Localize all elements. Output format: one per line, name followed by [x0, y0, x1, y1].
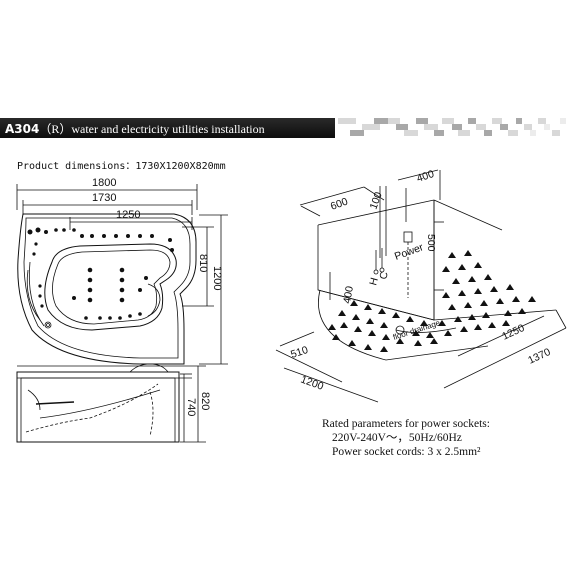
dim-1200-label: 1200 — [299, 374, 325, 393]
dim-400-top-label: 400 — [415, 168, 436, 185]
power-note-line2: 220V-240V～，50Hz/60Hz — [332, 432, 462, 444]
dim-810-label: 810 — [197, 254, 209, 272]
tub-top-view: 1800 1730 1250 810 1200 — [16, 177, 228, 365]
dim-600-label: 600 — [329, 195, 350, 212]
model-variant: （R） — [39, 122, 72, 136]
banner-title: A304（R）water and electricity utilities i… — [5, 120, 265, 137]
dim-500-label: 500 — [425, 234, 437, 252]
power-requirements: Rated parameters for power sockets: 220V… — [322, 417, 490, 459]
floor-anti-slip-pattern — [328, 250, 536, 352]
dim-510-label: 510 — [289, 344, 310, 361]
dim-400-side-label: 400 — [341, 285, 356, 304]
title-bar — [0, 118, 335, 138]
product-dimensions-label: Product dimensions： — [17, 161, 136, 172]
product-dimensions: Product dimensions：1730X1200X820mm — [17, 157, 226, 172]
installation-title: water and electricity utilities installa… — [71, 122, 265, 136]
power-label: Power — [393, 241, 426, 263]
product-dimensions-value: 1730X1200X820mm — [135, 161, 226, 172]
hot-water-label: H — [367, 276, 381, 286]
dim-100-label: 100 — [368, 190, 385, 211]
dim-1370-label: 1370 — [526, 346, 552, 367]
power-note-line3: Power socket cords: 3 x 2.5mm² — [332, 446, 481, 458]
dim-740-label: 740 — [185, 398, 197, 416]
dim-1200-label: 1200 — [211, 266, 223, 290]
dim-1250-label: 1250 — [116, 209, 140, 221]
dim-820-label: 820 — [199, 392, 211, 410]
checker-pattern — [338, 118, 566, 136]
installation-diagram: 600 100 400 500 400 510 1200 1250 1370 H… — [275, 168, 567, 403]
title-banner: A304（R）water and electricity utilities i… — [0, 114, 568, 140]
power-note-line1: Rated parameters for power sockets: — [322, 418, 490, 430]
dim-1730-label: 1730 — [92, 192, 116, 204]
tub-side-view: 820 740 — [16, 363, 211, 443]
model-code: A304 — [5, 122, 40, 136]
dim-1800-label: 1800 — [92, 177, 116, 189]
cold-water-label: C — [377, 270, 391, 281]
